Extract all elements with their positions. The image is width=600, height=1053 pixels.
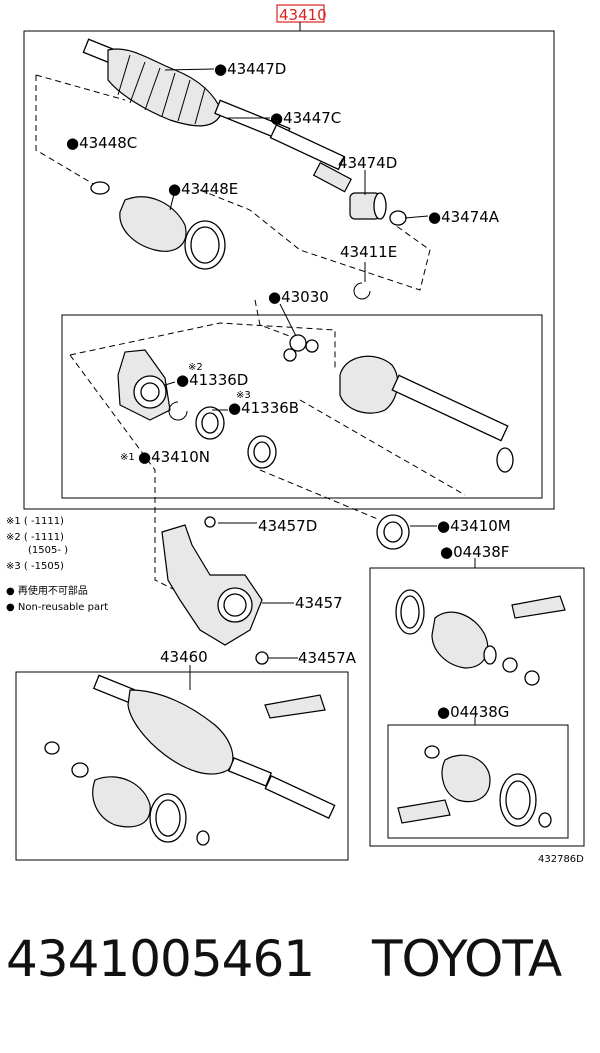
label-43447C: ●43447C [270, 109, 341, 127]
label-43474A: ●43474A [428, 208, 500, 226]
drawing-number: 432786D [538, 854, 584, 865]
note-1: ※1 ( -1111) [6, 516, 64, 527]
caption: 4341005461 TOYOTA [0, 930, 600, 1030]
shaft-assy-frame [15, 671, 349, 861]
label-43411E: 43411E [340, 243, 397, 261]
parts-diagram: 43410 [6, 4, 585, 865]
label-04438G: ●04438G [437, 703, 509, 721]
assembly-number: 43410 [279, 6, 327, 24]
label-43448C: ●43448C [66, 134, 137, 152]
label-43447D: ●43447D [214, 60, 286, 78]
label-43457A: 43457A [298, 649, 357, 667]
outboard-shaft-drawing [82, 38, 407, 300]
label-43410N: ●43410N [138, 448, 210, 466]
mark-3: ※3 [236, 390, 251, 401]
note-2b: (1505- ) [28, 545, 68, 556]
label-41336D: ●41336D [176, 371, 248, 389]
label-43448E: ●43448E [168, 180, 238, 198]
label-43474D: 43474D [338, 154, 397, 172]
main-frame [23, 30, 555, 510]
boot-kit-frame [369, 567, 585, 847]
caption-part-number: 4341005461 [6, 930, 315, 988]
boot-kit-f-drawing [395, 589, 566, 686]
label-04438F: ●04438F [440, 543, 509, 561]
inboard-joint-drawing [117, 334, 514, 473]
label-41336B: ●41336B [228, 399, 299, 417]
shaft-assy-drawing [44, 674, 336, 846]
caption-brand: TOYOTA [372, 930, 562, 988]
boot-kit-g-frame [387, 724, 569, 839]
inboard-joint-frame [61, 314, 543, 499]
bracket-drawing [161, 516, 269, 665]
legend-jp: ● 再使用不可部品 [6, 584, 88, 597]
label-43030: ●43030 [268, 288, 329, 306]
mark-2: ※2 [188, 362, 203, 373]
label-43460: 43460 [160, 648, 208, 666]
note-3: ※3 ( -1505) [6, 561, 64, 572]
label-43457: 43457 [295, 594, 343, 612]
label-43457D: 43457D [258, 517, 317, 535]
legend-en: ● Non-reusable part [6, 602, 108, 613]
label-43410M: ●43410M [437, 517, 511, 535]
boot-kit-g-drawing [397, 745, 552, 828]
note-2: ※2 ( -1111) [6, 532, 64, 543]
mark-1: ※1 [120, 452, 135, 463]
